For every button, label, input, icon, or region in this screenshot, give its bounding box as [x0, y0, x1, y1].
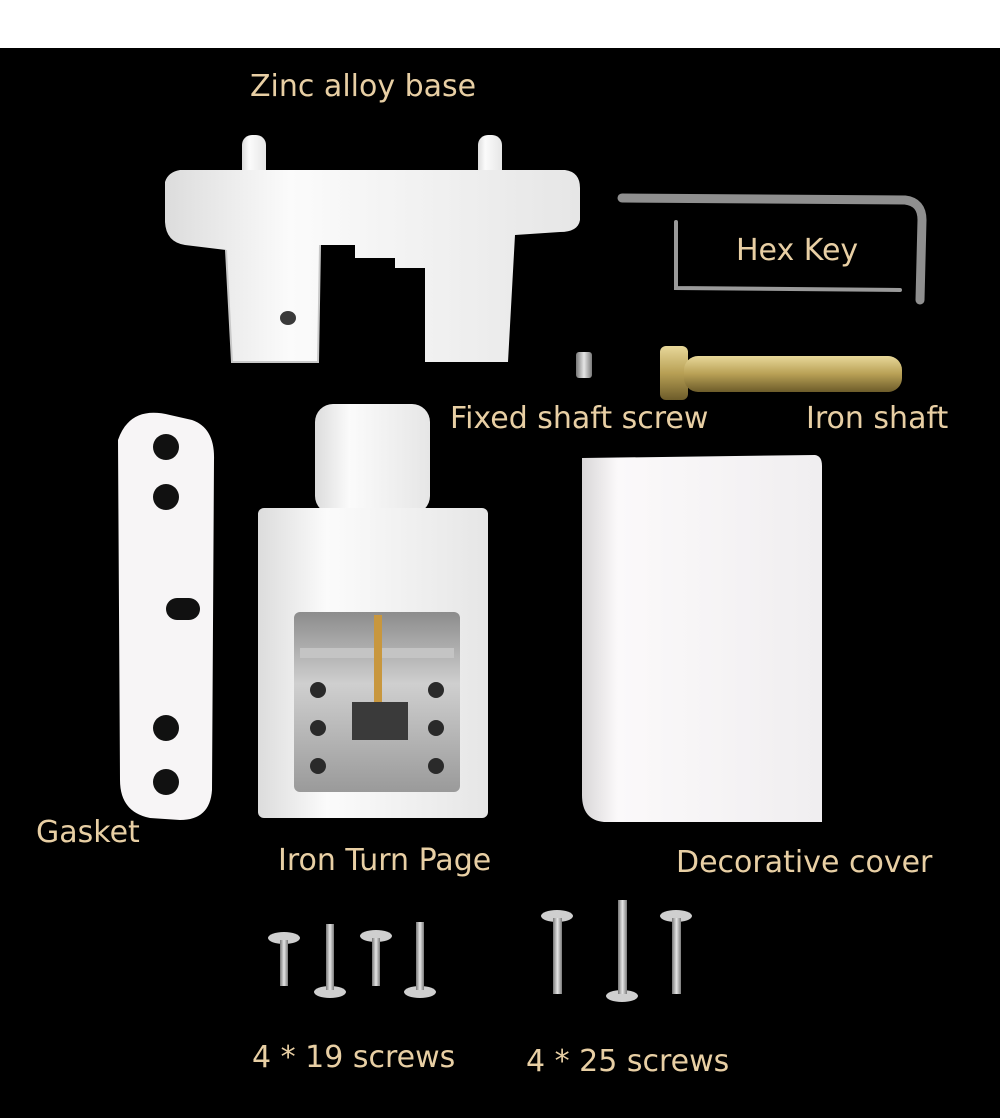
fixed-shaft-screw-part	[576, 352, 592, 378]
screws-19-label: 4 * 19 screws	[252, 1040, 456, 1075]
gasket-label: Gasket	[36, 815, 140, 850]
iron-shaft-label: Iron shaft	[806, 401, 949, 436]
hex-key-part	[617, 193, 927, 305]
zinc-alloy-base-label: Zinc alloy base	[250, 69, 477, 104]
fixed-shaft-screw-label: Fixed shaft screw	[450, 401, 709, 436]
screws-25-label: 4 * 25 screws	[526, 1044, 730, 1079]
decorative-cover-part	[582, 455, 822, 822]
screws-19-group	[268, 922, 436, 998]
iron-turn-page-part	[258, 404, 488, 818]
hex-key-label: Hex Key	[736, 233, 859, 268]
zinc-alloy-base-part	[165, 135, 580, 363]
iron-shaft-part	[660, 346, 902, 400]
gasket-part	[118, 412, 215, 820]
screws-25-group	[541, 900, 692, 1002]
iron-turn-page-label: Iron Turn Page	[278, 843, 492, 878]
decorative-cover-label: Decorative cover	[676, 845, 933, 880]
